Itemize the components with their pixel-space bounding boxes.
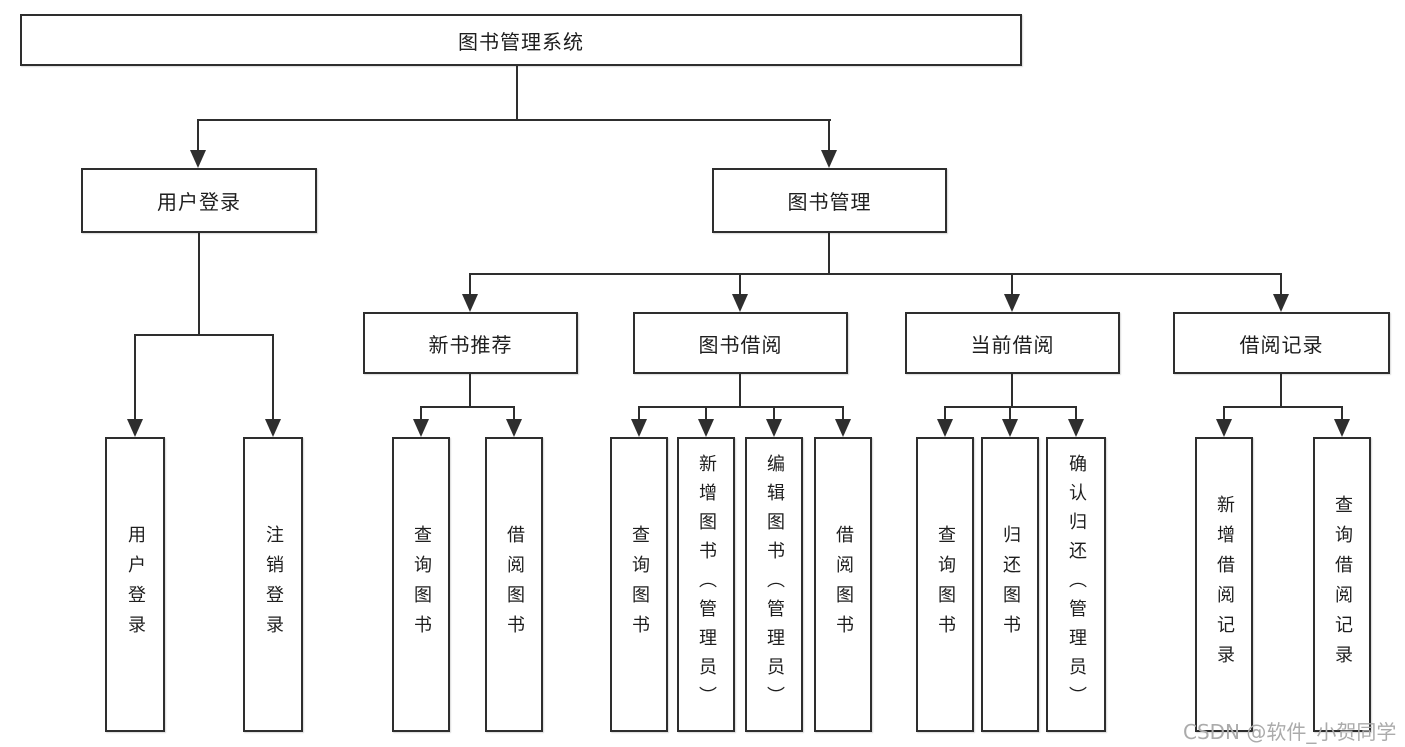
arrowhead-down	[413, 419, 429, 437]
arrowhead-down	[1273, 294, 1289, 312]
connector-leaf-drop	[1075, 406, 1077, 420]
leaf-label: 查询图书	[935, 524, 956, 645]
leaf-user-login: 用户登录	[105, 437, 165, 732]
leaf-edit-books-admin: 编辑图书（管理员）	[745, 437, 803, 732]
connector-leaf-drop	[944, 406, 946, 420]
leaf-return-books: 归还图书	[981, 437, 1039, 732]
leaf-label: 确认归还（管理员）	[1066, 454, 1087, 715]
node-label: 用户登录	[157, 190, 241, 214]
arrowhead-down	[1004, 294, 1020, 312]
connector-root-spreader	[197, 119, 831, 121]
leaf-borrow-books-borrowing: 借阅图书	[814, 437, 872, 732]
node-current-borrowing: 当前借阅	[905, 312, 1120, 374]
connector-user-login-stem	[198, 233, 200, 334]
connector-l3-drop	[1011, 273, 1013, 296]
arrowhead-down	[506, 419, 522, 437]
connector-newbook-stem	[469, 374, 471, 406]
arrowhead-down	[835, 419, 851, 437]
leaf-label: 注销登录	[263, 524, 284, 645]
csdn-watermark: CSDN @软件_小贺同学	[1183, 720, 1397, 744]
arrowhead-down	[698, 419, 714, 437]
leaf-label: 借阅图书	[504, 524, 525, 645]
arrowhead-down	[1216, 419, 1232, 437]
leaf-label: 新增借阅记录	[1214, 494, 1235, 675]
connector-l3-drop	[739, 273, 741, 296]
arrowhead-down	[265, 419, 281, 437]
node-book-management: 图书管理	[712, 168, 947, 233]
connector-user-login-drop	[197, 119, 199, 152]
connector-user-login-spreader	[134, 334, 274, 336]
connector-leaf-drop	[1341, 406, 1343, 420]
arrowhead-down	[937, 419, 953, 437]
leaf-label: 编辑图书（管理员）	[764, 454, 785, 715]
node-library-management-system: 图书管理系统	[20, 14, 1022, 66]
arrowhead-down	[127, 419, 143, 437]
leaf-query-borrow-record: 查询借阅记录	[1313, 437, 1371, 732]
leaf-confirm-return-admin: 确认归还（管理员）	[1046, 437, 1106, 732]
arrowhead-down	[190, 150, 206, 168]
arrowhead-down	[766, 419, 782, 437]
node-label: 图书管理系统	[458, 29, 584, 54]
leaf-label: 归还图书	[1000, 524, 1021, 645]
connector-book-mgmt-spreader	[469, 273, 1282, 275]
connector-l3-drop	[1280, 273, 1282, 296]
node-label: 当前借阅	[970, 332, 1055, 357]
node-user-login: 用户登录	[81, 168, 317, 233]
node-label: 借阅记录	[1239, 332, 1324, 357]
connector-leaf-drop	[842, 406, 844, 420]
arrowhead-down	[821, 150, 837, 168]
node-new-book-recommendation: 新书推荐	[363, 312, 578, 374]
connector-records-spreader	[1223, 406, 1342, 408]
leaf-label: 用户登录	[125, 524, 146, 645]
connector-bookborrow-spreader	[638, 406, 844, 408]
connector-book-mgmt-drop	[828, 119, 830, 152]
connector-leaf-drop	[272, 334, 274, 420]
leaf-label: 查询图书	[411, 524, 432, 645]
leaf-label: 查询图书	[629, 524, 650, 645]
arrowhead-down	[462, 294, 478, 312]
leaf-query-books-recommend: 查询图书	[392, 437, 450, 732]
leaf-label: 查询借阅记录	[1332, 494, 1353, 675]
leaf-add-books-admin: 新增图书（管理员）	[677, 437, 735, 732]
connector-records-stem	[1280, 374, 1282, 406]
connector-leaf-drop	[420, 406, 422, 420]
leaf-query-books-current: 查询图书	[916, 437, 974, 732]
connector-leaf-drop	[134, 334, 136, 420]
node-borrowing-records: 借阅记录	[1173, 312, 1390, 374]
connector-l3-drop	[469, 273, 471, 296]
connector-bookborrow-stem	[739, 374, 741, 406]
leaf-borrow-books-recommend: 借阅图书	[485, 437, 543, 732]
node-book-borrowing: 图书借阅	[633, 312, 848, 374]
connector-leaf-drop	[705, 406, 707, 420]
connector-leaf-drop	[773, 406, 775, 420]
arrowhead-down	[732, 294, 748, 312]
leaf-label: 借阅图书	[833, 524, 854, 645]
leaf-logout: 注销登录	[243, 437, 303, 732]
arrowhead-down	[1334, 419, 1350, 437]
node-label: 图书借阅	[698, 332, 783, 357]
connector-newbook-spreader	[420, 406, 515, 408]
connector-book-mgmt-stem	[828, 233, 830, 273]
node-label: 图书管理	[787, 190, 872, 214]
leaf-add-borrow-record: 新增借阅记录	[1195, 437, 1253, 732]
leaf-label: 新增图书（管理员）	[696, 454, 717, 715]
connector-leaf-drop	[1223, 406, 1225, 420]
connector-root-stem	[516, 66, 518, 119]
arrowhead-down	[1002, 419, 1018, 437]
arrowhead-down	[1068, 419, 1084, 437]
connector-currentborrow-stem	[1011, 374, 1013, 406]
connector-leaf-drop	[1009, 406, 1011, 420]
arrowhead-down	[631, 419, 647, 437]
node-label: 新书推荐	[428, 332, 513, 357]
leaf-query-books-borrowing: 查询图书	[610, 437, 668, 732]
connector-leaf-drop	[513, 406, 515, 420]
connector-leaf-drop	[638, 406, 640, 420]
